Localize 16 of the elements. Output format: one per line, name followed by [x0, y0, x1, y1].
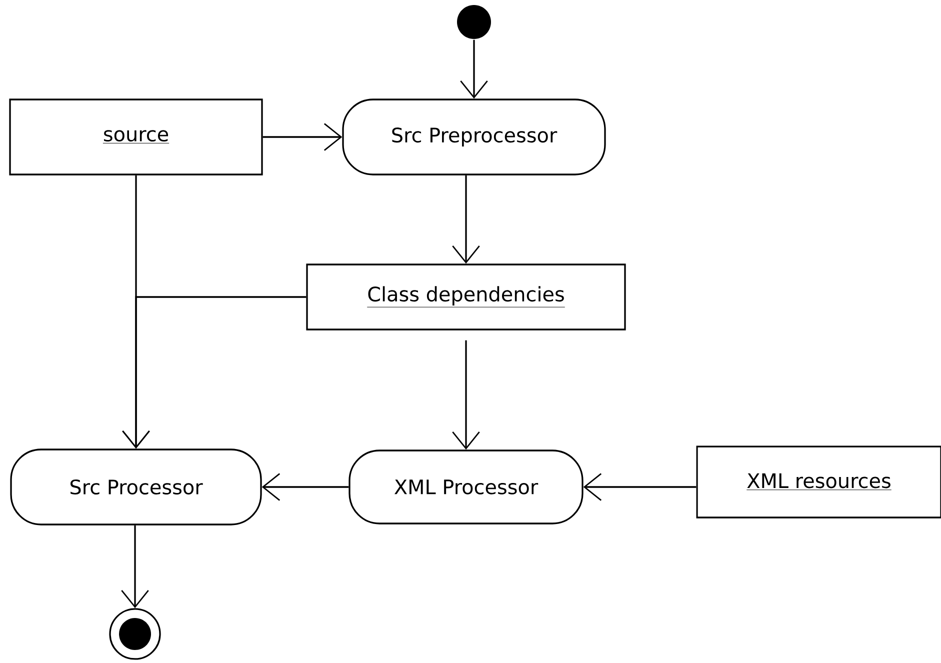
arrow: [262, 123, 342, 151]
start-node: [457, 5, 491, 39]
arrow: [262, 473, 349, 501]
arrow: [460, 40, 488, 99]
arrow: [121, 525, 149, 608]
arrow: [122, 296, 306, 449]
object-box: XML resources: [696, 446, 941, 518]
end-node: [109, 608, 161, 660]
action-box: XML Processor: [348, 450, 584, 524]
action-box: Src Preprocessor: [342, 98, 606, 176]
arrow: [452, 175, 480, 264]
object-box: source: [9, 98, 263, 176]
action-box: Src Processor: [10, 448, 262, 526]
arrow: [452, 340, 480, 450]
arrow: [583, 473, 696, 501]
object-box: Class dependencies: [306, 264, 626, 330]
